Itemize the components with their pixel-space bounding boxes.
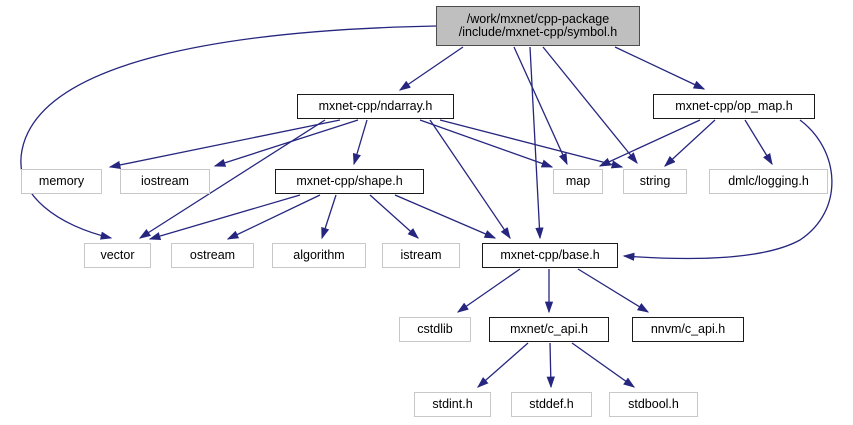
edge-ndarray-to-map bbox=[419, 119, 554, 168]
node-base[interactable]: mxnet-cpp/base.h bbox=[482, 243, 618, 268]
edge-ndarray-to-iostream bbox=[213, 119, 359, 167]
edge-mxnetcapi-to-stddef bbox=[546, 342, 555, 389]
node-cstdlib[interactable]: cstdlib bbox=[399, 317, 471, 342]
node-vector[interactable]: vector bbox=[84, 243, 151, 268]
edge-mxnetcapi-to-stdbool bbox=[571, 342, 636, 388]
edge-mxnetcapi-to-stdint bbox=[477, 342, 529, 388]
edge-ndarray-to-memory bbox=[108, 119, 341, 169]
edge-base-to-nnvmcapi bbox=[577, 268, 650, 313]
node-ndarray[interactable]: mxnet-cpp/ndarray.h bbox=[297, 94, 454, 119]
edge-ndarray-to-vector bbox=[138, 119, 326, 239]
edge-symbol-to-ndarray bbox=[398, 46, 464, 91]
edge-shape-to-vector bbox=[148, 194, 301, 241]
edge-shape-to-ostream bbox=[226, 194, 321, 240]
node-string[interactable]: string bbox=[623, 169, 687, 194]
node-iostream[interactable]: iostream bbox=[120, 169, 210, 194]
node-shape[interactable]: mxnet-cpp/shape.h bbox=[275, 169, 424, 194]
edge-ndarray-to-shape bbox=[352, 119, 368, 166]
edge-symbol-to-opmap bbox=[614, 46, 706, 90]
node-mxnetcapi[interactable]: mxnet/c_api.h bbox=[489, 317, 609, 342]
edge-ndarray-to-string bbox=[439, 119, 624, 169]
node-stdbool[interactable]: stdbool.h bbox=[609, 392, 698, 417]
edge-shape-to-istream bbox=[369, 194, 419, 239]
edge-opmap-to-string bbox=[664, 119, 716, 167]
edge-base-to-cstdlib bbox=[456, 268, 521, 313]
node-opmap[interactable]: mxnet-cpp/op_map.h bbox=[653, 94, 815, 119]
node-algorithm[interactable]: algorithm bbox=[272, 243, 366, 268]
edge-symbol-to-vector bbox=[20, 25, 437, 240]
edge-symbol-to-map bbox=[513, 46, 568, 166]
edge-opmap-to-base bbox=[622, 119, 833, 261]
edge-shape-to-algorithm bbox=[321, 194, 337, 240]
node-stdint[interactable]: stdint.h bbox=[414, 392, 491, 417]
node-memory[interactable]: memory bbox=[21, 169, 102, 194]
node-dmlc[interactable]: dmlc/logging.h bbox=[709, 169, 828, 194]
edge-symbol-to-string bbox=[542, 46, 638, 165]
node-nnvmcapi[interactable]: nnvm/c_api.h bbox=[632, 317, 744, 342]
node-symbol[interactable]: /work/mxnet/cpp-package /include/mxnet-c… bbox=[436, 6, 640, 46]
node-istream[interactable]: istream bbox=[382, 243, 460, 268]
edge-shape-to-base bbox=[394, 194, 497, 239]
edge-symbol-to-base bbox=[529, 46, 544, 240]
edge-opmap-to-map bbox=[598, 119, 701, 167]
node-ostream[interactable]: ostream bbox=[171, 243, 254, 268]
edge-opmap-to-dmlc bbox=[744, 119, 773, 166]
edge-ndarray-to-base bbox=[429, 119, 511, 240]
node-map[interactable]: map bbox=[553, 169, 603, 194]
node-stddef[interactable]: stddef.h bbox=[511, 392, 592, 417]
